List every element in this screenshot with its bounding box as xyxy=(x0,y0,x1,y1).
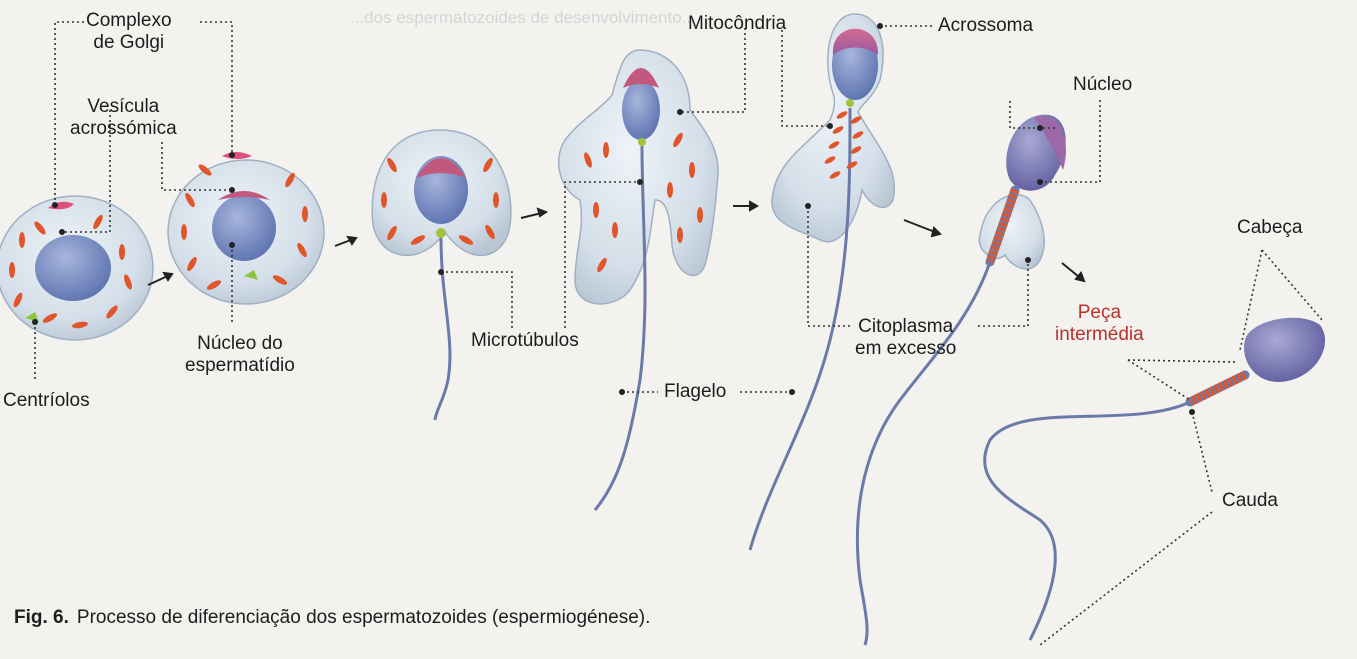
label-text: Citoplasma em excesso xyxy=(855,316,957,359)
centriole xyxy=(638,138,646,146)
flagellum xyxy=(593,145,647,511)
cell-stage-6 xyxy=(855,114,1066,646)
label-text: Complexo de Golgi xyxy=(86,10,172,53)
flagellum xyxy=(748,107,852,551)
midpiece xyxy=(1185,370,1250,407)
figure-caption: Fig. 6. Processo de diferenciação dos esp… xyxy=(14,607,650,629)
label-centriolos: Centríolos xyxy=(3,390,90,411)
head xyxy=(1244,317,1326,383)
nucleus xyxy=(622,80,660,140)
golgi-complex xyxy=(222,152,252,159)
flagellum xyxy=(855,261,992,646)
label-cabeca: Cabeça xyxy=(1237,217,1303,238)
cell-stage-2 xyxy=(167,152,325,305)
label-text: Núcleo do espermatídio xyxy=(185,333,295,376)
label-text: Vesícula acrossómica xyxy=(70,96,177,139)
tail xyxy=(983,400,1191,641)
spermatozoon-mature xyxy=(983,317,1326,641)
label-citoplasma-excesso: Citoplasma em excesso xyxy=(855,316,956,360)
centriole xyxy=(436,228,446,238)
nucleus xyxy=(212,195,276,261)
centriole xyxy=(244,270,258,280)
label-nucleo-espermatidio: Núcleo do espermatídio xyxy=(185,333,295,377)
mitochondria xyxy=(181,164,308,290)
label-flagelo: Flagelo xyxy=(664,381,727,402)
acrosomal-vesicle xyxy=(218,191,270,200)
cell-stage-3 xyxy=(371,129,512,421)
mitochondria xyxy=(824,111,864,179)
label-nucleo: Núcleo xyxy=(1073,74,1133,95)
label-microtubulos: Microtúbulos xyxy=(471,330,579,351)
label-vesicula-acrossomica: Vesícula acrossómica xyxy=(70,96,177,140)
label-cauda: Cauda xyxy=(1222,490,1278,511)
acrosome xyxy=(416,158,466,178)
mitochondria xyxy=(381,157,499,245)
mitochondria xyxy=(584,132,703,273)
bleed-through-text: ...dos espermatozoides de desenvolviment… xyxy=(350,8,696,27)
cell-stage-4 xyxy=(557,49,719,511)
centriole xyxy=(846,99,854,107)
acrosome xyxy=(623,68,659,88)
label-acrossoma: Acrossoma xyxy=(938,15,1034,36)
label-mitocondria: Mitocôndria xyxy=(688,13,787,34)
leader-dots xyxy=(32,23,1195,415)
figure-number: Fig. 6. xyxy=(14,607,69,628)
cell-stage-5 xyxy=(748,13,896,551)
figure-caption-text: Processo de diferenciação dos espermatoz… xyxy=(76,607,651,628)
acrosome xyxy=(832,28,879,55)
mitochondria xyxy=(9,214,132,329)
label-text: Peça intermédia xyxy=(1055,302,1144,345)
acrosome xyxy=(1035,116,1066,170)
label-complexo-golgi: Complexo de Golgi xyxy=(86,10,172,54)
process-arrows xyxy=(147,200,1086,286)
label-peca-intermedia: Peça intermédia xyxy=(1055,302,1144,346)
midpiece xyxy=(985,185,1020,267)
flagellum xyxy=(433,237,452,421)
leader-lines xyxy=(34,21,1323,646)
cell-stage-1 xyxy=(0,195,154,341)
nucleus xyxy=(35,235,111,301)
